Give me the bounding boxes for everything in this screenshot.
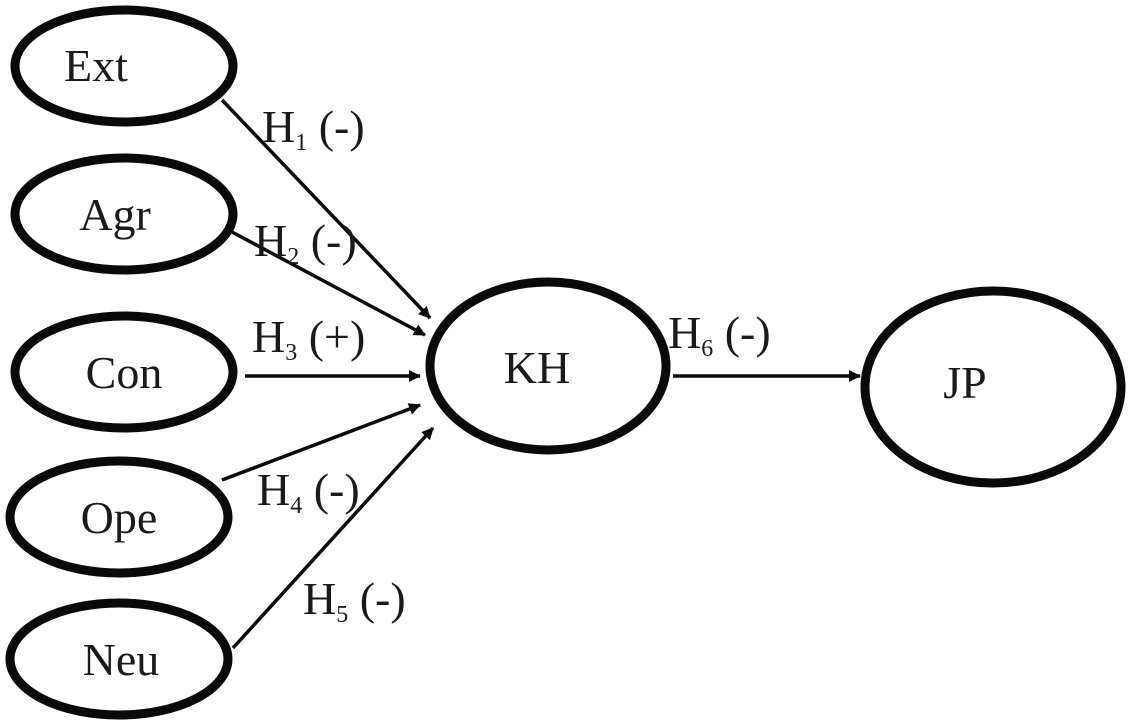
edge-label-h2: H2 (-)	[254, 215, 357, 270]
edge-ope-kh	[221, 403, 421, 482]
edge-neu-kh	[231, 426, 435, 650]
edge-label-h6: H6 (-)	[668, 307, 771, 362]
node-ope-label: Ope	[81, 492, 158, 543]
node-agr-label: Agr	[79, 189, 151, 240]
node-ope: Ope	[5, 456, 233, 578]
node-ext-label: Ext	[64, 40, 128, 91]
node-con-label: Con	[86, 347, 163, 398]
edge-ext-kh	[220, 98, 432, 320]
edge-label-h5: H5 (-)	[303, 573, 406, 628]
edge-label-h3: H3 (+)	[252, 311, 365, 366]
node-con: Con	[10, 311, 238, 433]
node-neu-label: Neu	[83, 634, 160, 685]
edge-label-h4: H4 (-)	[257, 464, 360, 519]
node-agr: Agr	[10, 153, 238, 275]
edge-agr-kh	[231, 230, 426, 337]
edge-label-h1: H1 (-)	[262, 101, 365, 156]
node-neu: Neu	[5, 598, 233, 720]
node-ext: Ext	[10, 5, 238, 127]
node-kh-label: KH	[504, 342, 570, 393]
node-kh: KH	[425, 277, 671, 455]
node-jp: JP	[860, 286, 1126, 488]
node-jp-label: JP	[943, 357, 986, 408]
